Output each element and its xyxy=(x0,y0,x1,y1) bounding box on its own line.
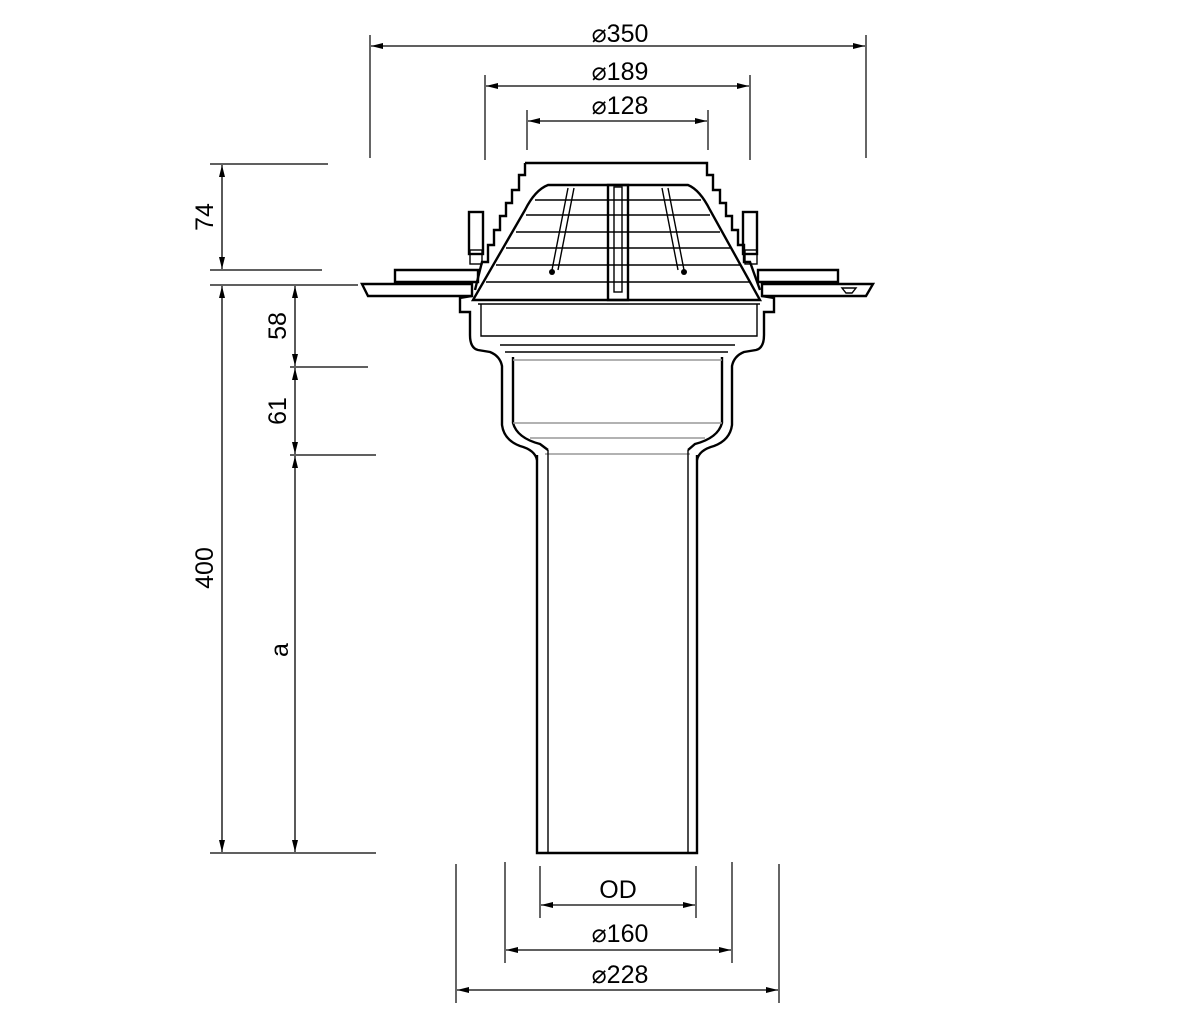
dimension-label-189: ⌀189 xyxy=(592,58,649,86)
dimension-diameter-350: ⌀350 xyxy=(369,20,867,158)
clamp-bolt-left xyxy=(467,210,485,265)
dimension-label-a: a xyxy=(266,643,294,657)
drain-grate xyxy=(470,183,763,302)
dimension-label-61: 61 xyxy=(264,397,292,425)
dimension-label-74: 74 xyxy=(191,203,219,231)
dimension-outer-diameter: OD xyxy=(539,866,697,918)
dimension-label-400: 400 xyxy=(191,547,219,589)
dimension-diameter-189: ⌀189 xyxy=(484,58,751,160)
dimension-height-61: 61 xyxy=(264,368,376,456)
dimension-height-400: 400 xyxy=(191,284,376,854)
dimension-diameter-128: ⌀128 xyxy=(526,92,709,150)
dimension-label-128: ⌀128 xyxy=(592,92,649,120)
dimension-height-58: 58 xyxy=(264,286,368,368)
drain-cap-leaf-guard xyxy=(473,161,762,291)
dimension-diameter-228: ⌀228 xyxy=(455,864,780,1003)
dimension-label-160: ⌀160 xyxy=(592,920,649,948)
outlet-pipe xyxy=(535,450,699,855)
dimension-label-58: 58 xyxy=(264,312,292,340)
dimension-label-od: OD xyxy=(599,876,637,904)
clamp-bolt-right xyxy=(741,210,759,265)
dimension-height-a: a xyxy=(266,456,298,852)
dimension-label-228: ⌀228 xyxy=(592,961,649,989)
dimension-height-74: 74 xyxy=(191,163,328,271)
dimension-diameter-160: ⌀160 xyxy=(504,862,733,963)
drain-body xyxy=(458,294,776,461)
dimension-label-350: ⌀350 xyxy=(592,20,649,48)
